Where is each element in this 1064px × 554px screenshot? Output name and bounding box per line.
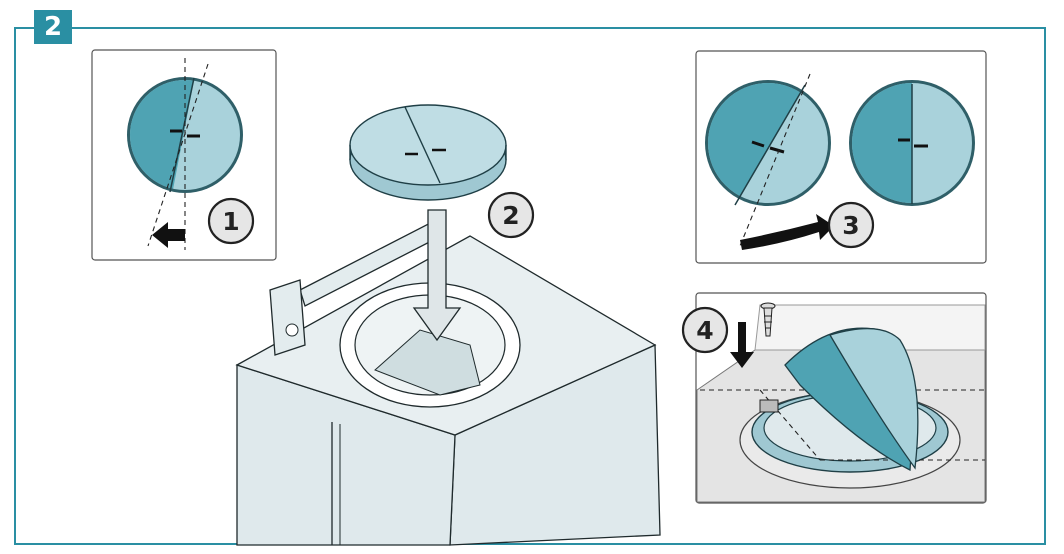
callout-2-circle	[487, 191, 535, 239]
callout-4-circle	[681, 306, 729, 354]
damper-disc-open-icon	[705, 80, 831, 206]
panel-step-4: 4	[681, 292, 987, 504]
tilted-alignment-line-2	[739, 73, 811, 247]
panel-step-3: 3	[695, 50, 987, 264]
rotate-right-arrow-icon	[740, 214, 834, 250]
instruction-frame	[14, 27, 1046, 545]
screw-icon	[760, 302, 776, 337]
callout-2: 2	[502, 201, 519, 230]
callout-1-circle	[207, 197, 255, 245]
hood-assembly	[235, 104, 661, 546]
callout-1: 1	[222, 207, 239, 236]
rotate-left-arrow-icon	[152, 222, 185, 248]
screw-bracket	[759, 399, 779, 413]
callout-4: 4	[696, 316, 713, 345]
insert-down-arrow-large-icon	[412, 209, 462, 342]
insert-down-arrow-icon	[730, 322, 754, 368]
step-number-badge: 2	[34, 10, 72, 44]
panel-step-1: 1	[91, 49, 277, 261]
damper-disc-aligned-icon	[849, 80, 975, 206]
damper-flap-right	[829, 327, 919, 470]
mounting-bracket	[269, 279, 306, 356]
callout-3-circle	[827, 201, 875, 249]
callout-3: 3	[842, 211, 859, 240]
tilted-alignment-line	[147, 63, 209, 247]
